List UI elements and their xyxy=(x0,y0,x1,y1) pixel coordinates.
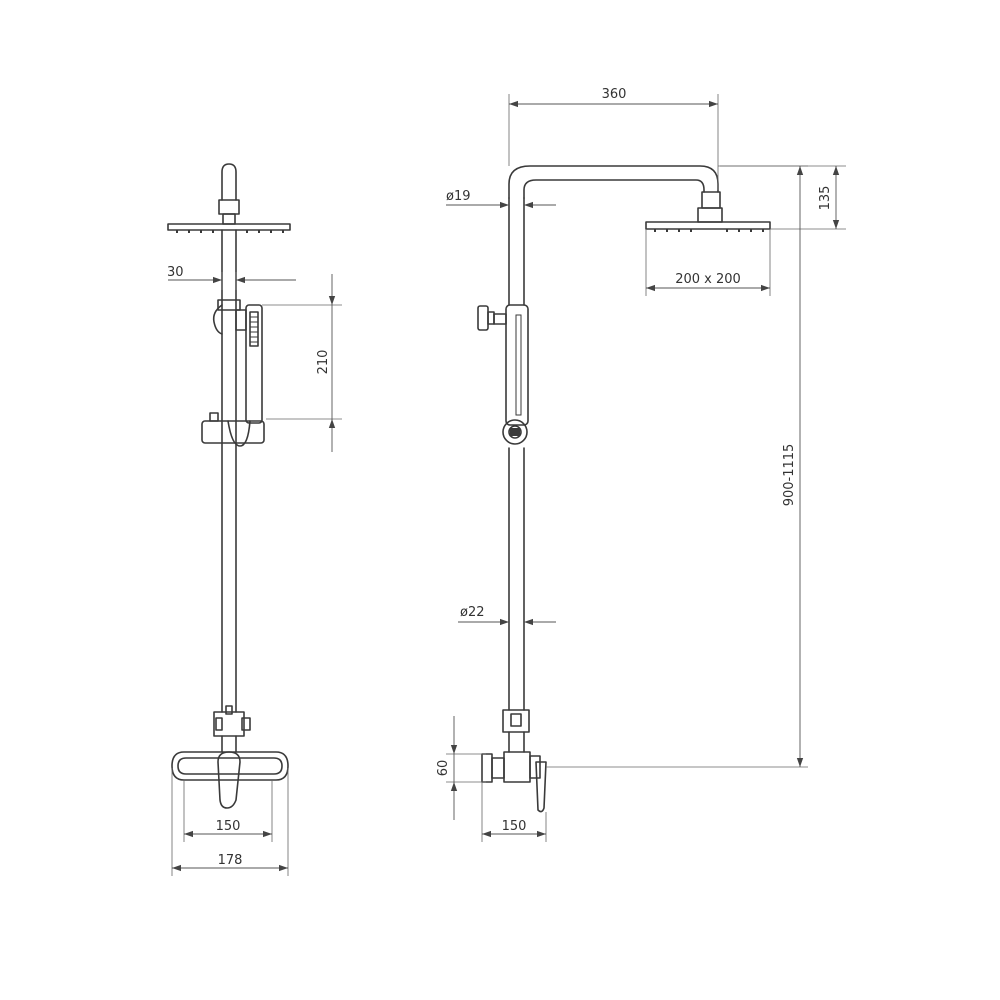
side-overhead-arm xyxy=(508,165,719,199)
side-upper-pipe xyxy=(508,197,525,306)
side-lower-pipe xyxy=(508,447,525,711)
dim-dia-22: ø22 xyxy=(458,605,556,626)
dim-178-label: 178 xyxy=(218,853,243,868)
front-diverter xyxy=(213,705,251,753)
front-hand-shower xyxy=(245,304,263,424)
dim-150-side-label: 150 xyxy=(502,819,527,834)
side-mixer xyxy=(481,751,547,813)
dim-210-label: 210 xyxy=(316,350,331,375)
dim-200x200-label: 200 x 200 xyxy=(675,272,741,287)
dim-150-front-label: 150 xyxy=(216,819,241,834)
side-head-connector xyxy=(697,191,723,223)
dim-60-label: 60 xyxy=(436,760,451,777)
side-shower-head xyxy=(645,221,771,232)
dim-900-1115-label: 900-1115 xyxy=(782,444,797,507)
dim-30-label: 30 xyxy=(167,265,184,280)
front-shower-head xyxy=(167,223,291,233)
side-hand-shower xyxy=(502,304,529,445)
dim-360-label: 360 xyxy=(602,87,627,102)
side-diverter xyxy=(502,709,530,753)
dim-178: 178 xyxy=(171,768,289,876)
front-top-connector xyxy=(218,163,240,225)
dim-dia-19-label: ø19 xyxy=(446,189,471,204)
side-view: 360 ø19 135 200 x 200 900-1115 xyxy=(436,87,846,842)
dim-150-front: 150 xyxy=(183,780,273,842)
dim-200x200: 200 x 200 xyxy=(645,229,771,296)
dim-135-label: 135 xyxy=(818,186,833,211)
dim-60: 60 xyxy=(436,716,486,820)
front-mixer xyxy=(171,751,289,809)
dim-210: 210 xyxy=(262,274,342,452)
dim-dia-22-label: ø22 xyxy=(460,605,485,620)
dim-dia-19: ø19 xyxy=(446,189,556,209)
dim-360: 360 xyxy=(508,87,719,190)
front-slider-bracket xyxy=(201,412,265,447)
front-hand-shower-holder xyxy=(212,299,247,335)
dim-150-side: 150 xyxy=(481,782,547,842)
front-riser-pipe xyxy=(221,229,237,713)
dim-900-1115: 900-1115 xyxy=(546,165,808,768)
dim-30: 30 xyxy=(167,265,296,290)
side-holder-knob xyxy=(477,305,507,331)
dim-135: 135 xyxy=(718,165,846,230)
front-view: 30 210 150 178 xyxy=(167,163,342,876)
